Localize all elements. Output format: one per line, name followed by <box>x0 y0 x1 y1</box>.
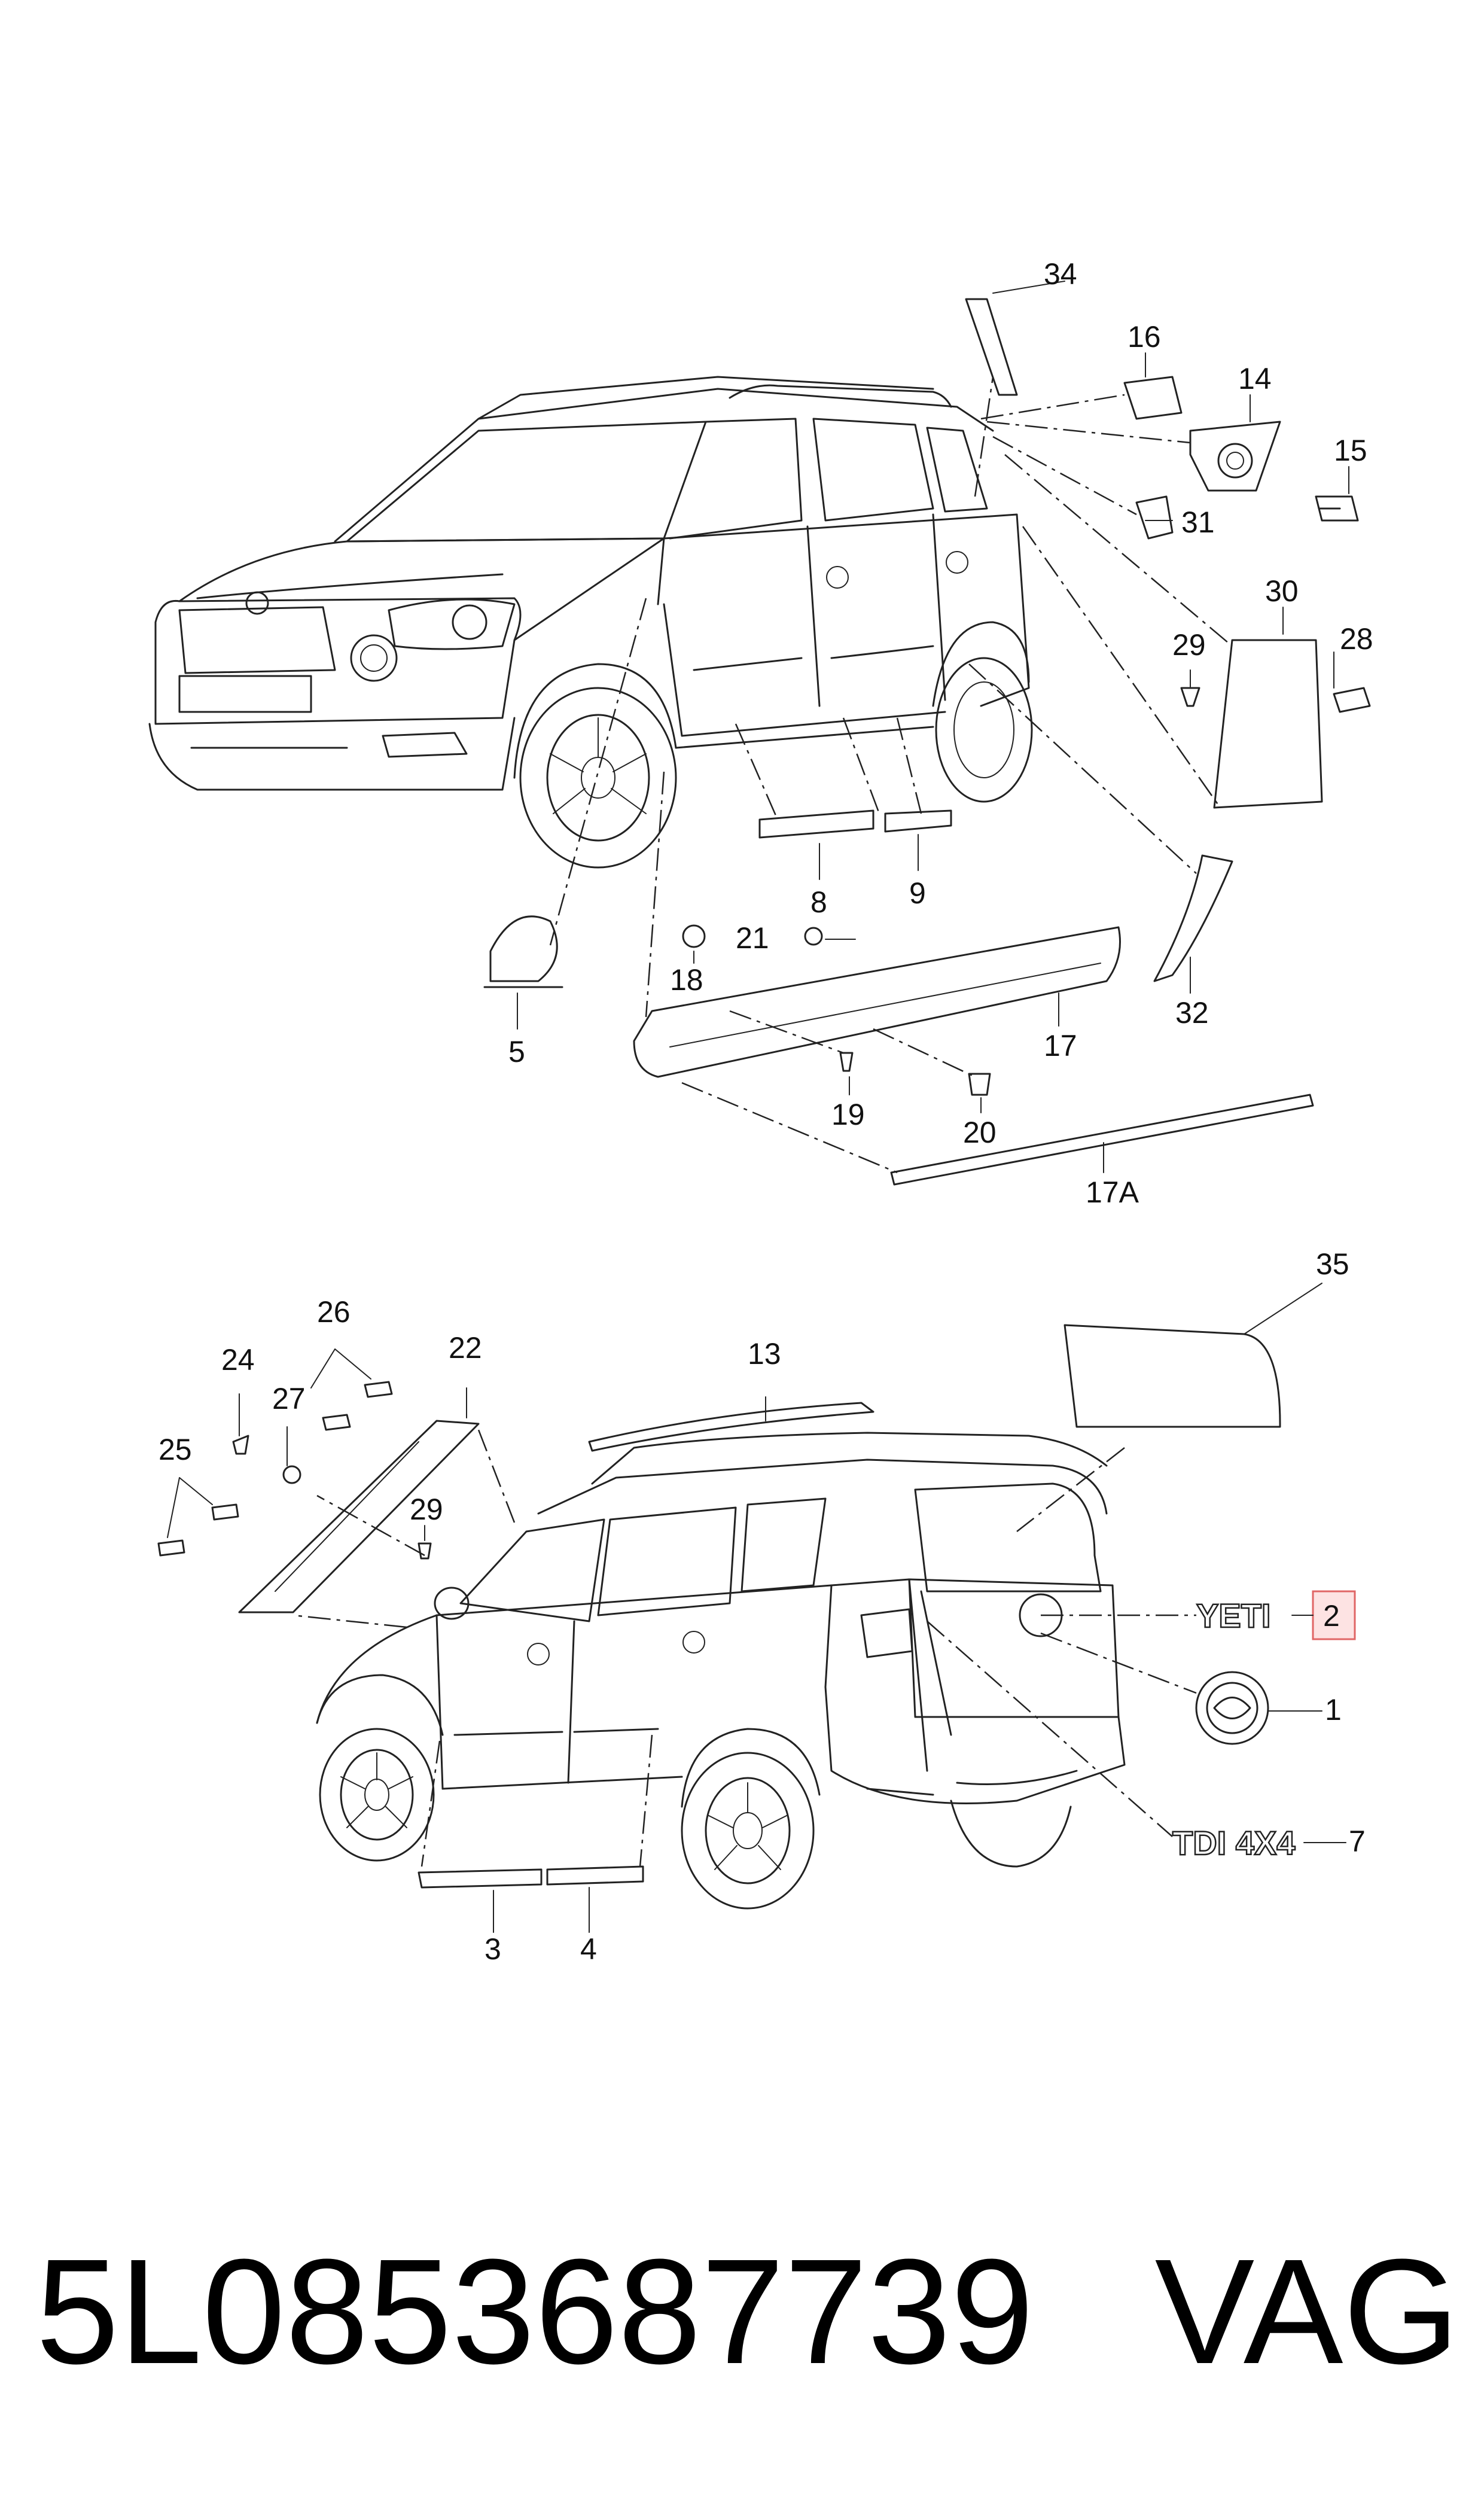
part-29-clip-b <box>418 1542 432 1560</box>
callout-22: 22 <box>449 1331 482 1365</box>
callout-4: 4 <box>580 1932 597 1966</box>
callout-31: 31 <box>1181 506 1215 539</box>
callout-18: 18 <box>670 963 703 997</box>
part-16-clip <box>1123 376 1183 420</box>
part-32-arch-trim <box>1153 854 1233 982</box>
part-27-screw <box>282 1465 301 1484</box>
callout-17a: 17A <box>1086 1176 1139 1209</box>
callout-34: 34 <box>1044 257 1077 291</box>
footer: 5L0853687739 VAG <box>36 2225 1459 2405</box>
callout-32: 32 <box>1175 996 1209 1030</box>
part-31-clip <box>1135 495 1174 540</box>
part-22-window-trim <box>238 1420 480 1613</box>
callout-27: 27 <box>272 1382 306 1415</box>
part-18-clip <box>682 924 706 948</box>
callout-8: 8 <box>810 885 827 919</box>
rear-vehicle-drawing <box>316 1432 1126 1910</box>
callout-29-bottom: 29 <box>410 1493 443 1526</box>
brand-name: VAG <box>1154 2228 1459 2395</box>
part-21-clip <box>804 927 823 946</box>
callout-2: 2 <box>1323 1599 1340 1633</box>
part-30-trim <box>1213 639 1323 809</box>
part-17a-strip <box>890 1094 1314 1186</box>
part-20-screw <box>968 1073 991 1096</box>
part-14-bracket <box>1189 421 1281 492</box>
part-4-moulding <box>546 1865 644 1886</box>
callout-3: 3 <box>484 1932 501 1966</box>
part-17-sill-trim <box>633 926 1121 1078</box>
callout-7: 7 <box>1349 1825 1366 1858</box>
callout-15: 15 <box>1334 434 1367 467</box>
callout-35: 35 <box>1316 1247 1349 1281</box>
callout-16: 16 <box>1128 320 1161 354</box>
part-26-clip-b <box>322 1414 351 1431</box>
callout-labels: 34 16 14 15 31 30 29 28 8 9 5 21 18 17 1… <box>159 257 1373 1966</box>
part-26-clip-a <box>364 1381 393 1398</box>
callout-26: 26 <box>317 1295 351 1329</box>
front-vehicle-drawing <box>148 376 1033 869</box>
part-29-clip <box>1180 687 1200 707</box>
part-25-clip-b <box>157 1539 185 1557</box>
callout-14: 14 <box>1238 362 1272 395</box>
part-24-clip <box>232 1435 249 1455</box>
callout-24: 24 <box>221 1343 255 1377</box>
top-parts <box>483 281 1371 1186</box>
part-5 <box>489 915 558 982</box>
part-34-pillar-trim <box>965 298 1018 396</box>
part-35-rear-glass <box>1064 1324 1281 1428</box>
callout-20: 20 <box>963 1116 997 1149</box>
callout-19: 19 <box>831 1098 865 1131</box>
callout-30: 30 <box>1265 574 1299 608</box>
part-25-clip-a <box>211 1503 239 1521</box>
part-3-moulding <box>418 1868 543 1889</box>
part-number: 5L0853687739 <box>36 2228 1034 2395</box>
callout-21: 21 <box>736 921 769 955</box>
emblem-yeti: YETI <box>1196 1597 1270 1634</box>
callout-25: 25 <box>159 1433 192 1466</box>
callout-29-top: 29 <box>1172 628 1206 662</box>
callout-17: 17 <box>1044 1029 1077 1062</box>
callout-9: 9 <box>909 876 926 910</box>
part-28-screw <box>1333 687 1371 713</box>
callout-13: 13 <box>748 1337 781 1371</box>
bottom-parts <box>157 1283 1356 1933</box>
emblem-tdi-4x4: TDI 4X4 <box>1172 1824 1295 1862</box>
part-19-clip <box>839 1052 854 1072</box>
part-9-moulding <box>884 809 952 833</box>
callout-1: 1 <box>1325 1693 1342 1727</box>
part-13-roof-strip <box>588 1402 874 1452</box>
callout-28: 28 <box>1340 622 1373 656</box>
callout-5: 5 <box>508 1035 525 1068</box>
part-8-moulding <box>758 809 874 839</box>
